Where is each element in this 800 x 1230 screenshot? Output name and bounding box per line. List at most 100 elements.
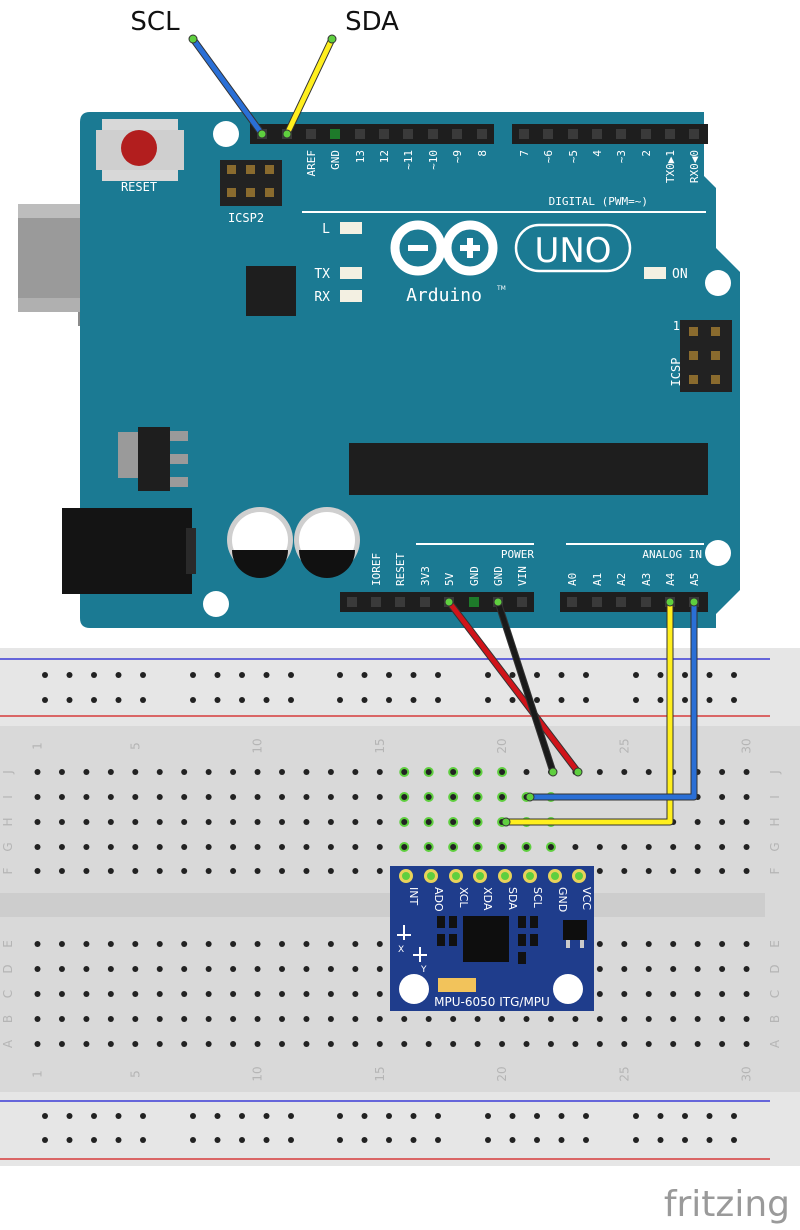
rail-hole <box>706 697 713 703</box>
smd-resistor <box>449 934 457 946</box>
column-number: 20 <box>495 738 509 753</box>
breadboard-hole <box>352 966 359 972</box>
breadboard-hole <box>425 1016 432 1022</box>
breadboard-hole <box>230 769 237 775</box>
breadboard-hole <box>621 868 628 874</box>
breadboard-hole <box>327 966 334 972</box>
icsp2-pins <box>227 165 274 197</box>
header-socket <box>306 129 316 139</box>
header-pin <box>227 188 236 197</box>
breadboard-hole <box>401 1016 408 1022</box>
breadboard-hole <box>34 769 41 775</box>
breadboard-hole <box>499 1016 506 1022</box>
breadboard-hole <box>596 1041 603 1047</box>
rail-hole <box>706 1113 713 1119</box>
breadboard-hole <box>58 991 65 997</box>
rail-hole <box>190 1137 196 1143</box>
header-pin <box>711 351 720 360</box>
breadboard-hole <box>83 966 90 972</box>
breadboard-hole <box>474 1016 481 1022</box>
rail-hole <box>435 697 441 703</box>
rail-hole <box>288 697 294 703</box>
usb-connector-top <box>18 204 100 218</box>
analog-pin-label: A4 <box>664 572 677 586</box>
header-pin <box>265 188 274 197</box>
rail-hole <box>583 697 589 703</box>
breadboard-hole <box>58 868 65 874</box>
breadboard-hole <box>156 1041 163 1047</box>
breadboard-hole <box>230 941 237 947</box>
rail-hole <box>190 1113 196 1119</box>
rail-hole <box>263 697 270 703</box>
breadboard-hole <box>181 991 188 997</box>
smd-resistor <box>437 934 445 946</box>
breadboard-hole <box>327 819 334 825</box>
rail-hole <box>386 1113 392 1119</box>
breadboard-hole <box>303 794 310 800</box>
rail-hole <box>633 672 639 678</box>
rail-hole <box>534 1137 540 1143</box>
brand-label: Arduino <box>406 285 482 306</box>
center-channel <box>0 893 765 917</box>
rail-hole <box>263 1113 270 1119</box>
breadboard-hole <box>523 769 530 775</box>
breadboard-hole <box>156 941 163 947</box>
regulator-pin <box>170 477 188 487</box>
digital-pin-label: 2 <box>640 150 653 157</box>
row-label: I <box>768 795 782 799</box>
breadboard-hole <box>743 1016 750 1022</box>
rail-hole <box>115 697 122 703</box>
scl-top-wire <box>190 36 265 137</box>
rail-hole <box>558 1137 565 1143</box>
breadboard-hole <box>58 966 65 972</box>
rail-hole <box>509 1113 516 1119</box>
breadboard-hole <box>279 868 285 874</box>
rail-hole <box>214 697 221 703</box>
rail-hole <box>214 1137 221 1143</box>
breadboard-hole <box>279 769 285 775</box>
breadboard-hole <box>450 794 457 800</box>
rail-hole <box>682 672 688 678</box>
breadboard-hole <box>58 1016 65 1022</box>
digital-pin-label: TX0▶1 <box>664 150 677 183</box>
breadboard-hole <box>376 941 383 947</box>
header-socket <box>452 129 462 139</box>
breadboard-hole <box>132 794 139 800</box>
breadboard-hole <box>83 844 90 850</box>
digital-pin-label: ~10 <box>427 150 440 170</box>
capacitor-stripe <box>232 550 288 578</box>
capacitor-stripe <box>299 550 355 578</box>
rail-hole <box>583 1137 589 1143</box>
breadboard-hole <box>621 1041 628 1047</box>
5v-wire <box>446 599 581 775</box>
breadboard-hole <box>34 966 41 972</box>
mpu-pin-label: XDA <box>481 887 494 911</box>
rail-hole <box>706 1137 713 1143</box>
mpu-pin-label: SCL <box>531 887 544 909</box>
breadboard-hole <box>303 941 310 947</box>
breadboard-hole <box>547 1041 554 1047</box>
breadboard-hole <box>279 1016 285 1022</box>
breadboard-hole <box>474 769 481 775</box>
digital-pin-label: ~3 <box>615 150 628 163</box>
row-label: A <box>768 1039 782 1048</box>
breadboard-hole <box>181 844 188 850</box>
mounting-hole <box>705 270 731 296</box>
smd-resistor <box>518 934 526 946</box>
rail-hole <box>361 1113 368 1119</box>
usb-connector-bottom <box>18 298 100 312</box>
header-socket <box>428 129 438 139</box>
breadboard-hole <box>352 1041 359 1047</box>
breadboard-hole <box>596 1016 603 1022</box>
led-on-label: ON <box>672 267 688 282</box>
breadboard-hole <box>279 844 285 850</box>
dc-jack-back <box>186 528 196 574</box>
breadboard-hole <box>181 769 188 775</box>
breadboard-hole <box>743 844 750 850</box>
breadboard-hole <box>107 966 114 972</box>
header-socket <box>641 597 651 607</box>
rail-hole <box>42 697 48 703</box>
header-socket <box>592 129 602 139</box>
breadboard-hole <box>107 769 114 775</box>
